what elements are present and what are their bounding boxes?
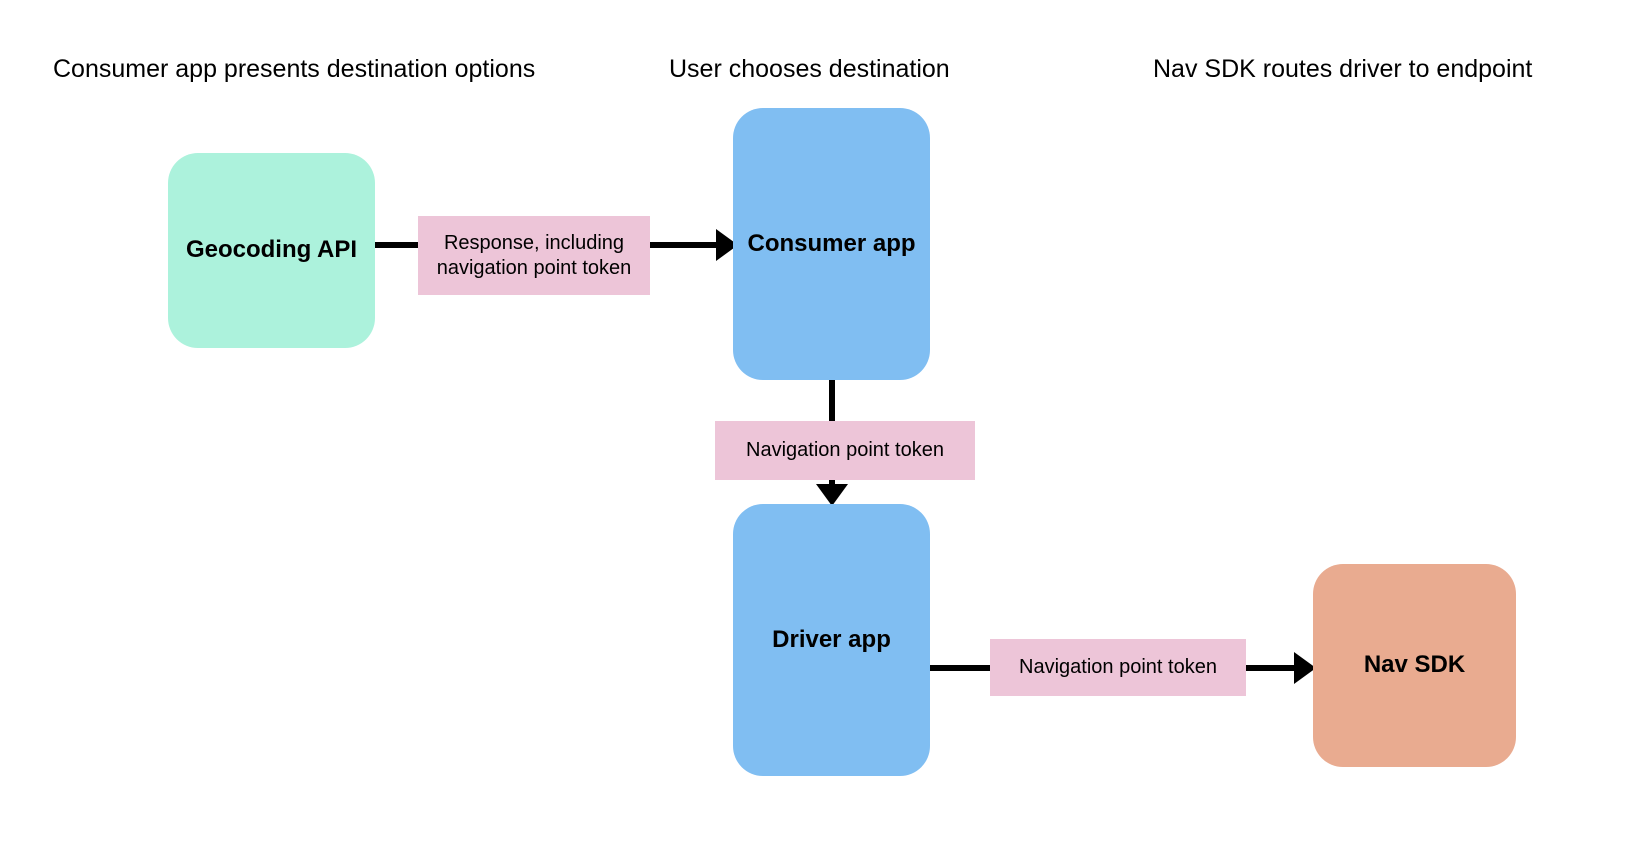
column-header-nav-sdk: Nav SDK routes driver to endpoint [1153, 55, 1533, 83]
edge-label-navigation-point-token-vertical: Navigation point token [715, 421, 975, 480]
column-header-consumer-app: Consumer app presents destination option… [53, 55, 536, 83]
node-consumer-app[interactable]: Consumer app [733, 108, 930, 380]
node-driver-app-label: Driver app [772, 625, 891, 653]
node-driver-app[interactable]: Driver app [733, 504, 930, 776]
node-geocoding-api-label: Geocoding API [185, 236, 358, 264]
edge-label-response-text: Response, including navigation point tok… [436, 232, 632, 279]
node-nav-sdk-label: Nav SDK [1363, 651, 1466, 679]
node-consumer-app-label: Consumer app [747, 229, 916, 257]
column-header-user-chooses: User chooses destination [669, 55, 950, 83]
edge-label-response-including-navigation-point-token: Response, including navigation point tok… [418, 216, 650, 295]
node-geocoding-api[interactable]: Geocoding API [168, 153, 375, 348]
node-nav-sdk[interactable]: Nav SDK [1313, 564, 1516, 767]
edge-label-navigation-point-token-horizontal-text: Navigation point token [1019, 656, 1217, 679]
edge-label-navigation-point-token-horizontal: Navigation point token [990, 639, 1246, 696]
edge-label-navigation-point-token-vertical-text: Navigation point token [746, 439, 944, 462]
